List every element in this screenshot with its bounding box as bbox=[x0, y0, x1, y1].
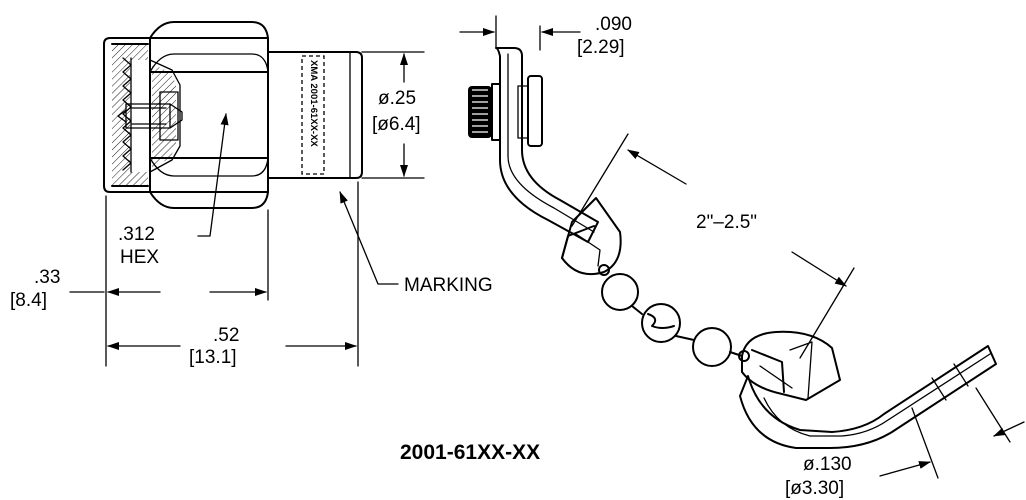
marking-text: XMA 2001-61XX-XX bbox=[308, 60, 319, 147]
dim-33-in-label: .33 bbox=[34, 267, 60, 288]
marking-leader bbox=[339, 191, 399, 285]
diameter-in-label: ø.25 bbox=[378, 88, 416, 109]
dim-52-in-label: .52 bbox=[213, 325, 239, 346]
chain-length-dimension bbox=[571, 133, 855, 359]
hex-size-label: .312 bbox=[118, 224, 155, 245]
cap-chain-view: .090 [2.29] bbox=[459, 14, 1025, 499]
coupling-nut bbox=[103, 37, 183, 193]
wire-diameter-in-label: ø.130 bbox=[803, 454, 852, 475]
cap-strap bbox=[495, 47, 599, 243]
rear-sleeve: XMA 2001-61XX-XX bbox=[267, 51, 363, 179]
dim-33-mm-label: [8.4] bbox=[10, 290, 47, 311]
knurled-cap bbox=[468, 75, 543, 147]
hex-word-label: HEX bbox=[120, 247, 159, 268]
wire-diameter-mm-label: [ø3.30] bbox=[785, 478, 844, 499]
hex-leader bbox=[197, 113, 229, 237]
ball-chain bbox=[598, 264, 750, 367]
wire-diameter-dimension bbox=[879, 387, 1025, 479]
diameter-dimension bbox=[361, 51, 425, 179]
marking-label: MARKING bbox=[404, 275, 493, 296]
connector-side-view: XMA 2001-61XX-XX .312 HEX MARKING ø.25 [… bbox=[10, 21, 493, 368]
part-number-title: 2001-61XX-XX bbox=[400, 441, 540, 464]
tab-thickness-dimension bbox=[459, 15, 581, 51]
chain-clip-upper bbox=[561, 197, 622, 276]
extension-lines bbox=[105, 181, 359, 367]
chain-clip-lower bbox=[741, 330, 841, 401]
diameter-mm-label: [ø6.4] bbox=[372, 114, 421, 135]
tab-thickness-in-label: .090 bbox=[595, 14, 632, 35]
tab-thickness-mm-label: [2.29] bbox=[577, 37, 625, 58]
dim-52-mm-label: [13.1] bbox=[189, 347, 237, 368]
chain-length-label: 2"–2.5" bbox=[696, 212, 757, 233]
